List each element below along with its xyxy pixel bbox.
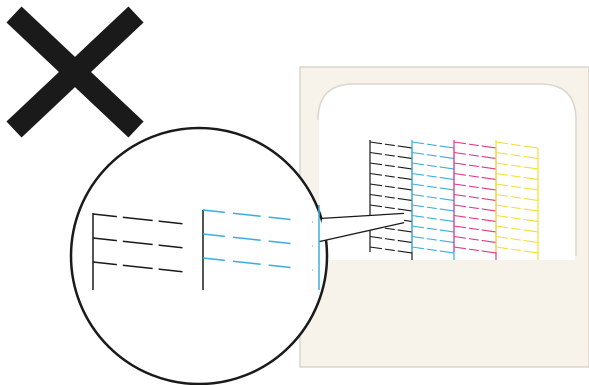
pattern-line [453,225,497,233]
pattern-line [453,183,497,191]
magnifier [69,126,405,385]
pattern-line [495,162,539,170]
pattern-line [411,151,455,160]
pattern-line [369,172,413,181]
zoom-black-line [92,213,204,227]
cross-icon [6,6,144,138]
pattern-line [369,151,413,160]
pattern-line [369,141,413,149]
magnified-pattern [92,205,320,290]
pattern-line [495,151,539,160]
pattern-line [411,235,455,244]
zoom-black-line [92,237,204,251]
zoom-cyan-line [202,257,314,271]
pattern-line [411,246,455,254]
pattern-line [495,141,539,149]
pattern-line [411,193,455,202]
pattern-line [369,204,413,212]
pattern-line [495,225,539,233]
pattern-line [453,235,497,244]
pattern-line [453,172,497,181]
pattern-line [369,235,413,244]
pattern-line [411,225,455,233]
pattern-line [411,141,455,149]
pattern-line [495,204,539,212]
zoom-cyan-line [202,209,314,223]
pattern-line [411,214,455,223]
pattern-line [495,193,539,202]
pattern-line [495,235,539,244]
pattern-line [453,162,497,170]
pattern-line [369,193,413,202]
pattern-line [453,246,497,254]
pattern-line [495,214,539,223]
pattern-line [453,141,497,149]
pattern-line [369,162,413,170]
pattern-line [369,183,413,191]
ink-column-yellow [495,140,539,260]
pattern-line [495,172,539,181]
pattern-line [411,172,455,181]
pattern-line [411,204,455,212]
zoom-cyan-line [202,233,314,247]
pattern-line [453,193,497,202]
pattern-line [453,214,497,223]
pattern-line [495,183,539,191]
zoom-black-line [92,261,204,275]
nozzle-check-pattern [369,140,539,260]
pattern-line [411,162,455,170]
pattern-line [495,246,539,254]
pattern-line [453,204,497,212]
pattern-line [369,246,413,254]
pattern-line [453,151,497,160]
pattern-line [411,183,455,191]
